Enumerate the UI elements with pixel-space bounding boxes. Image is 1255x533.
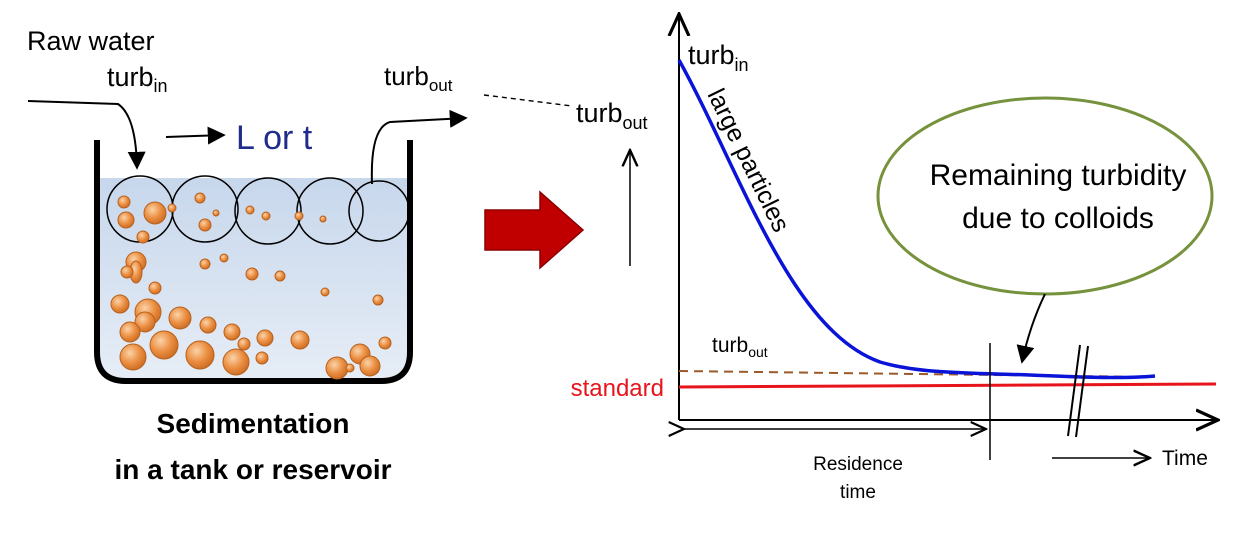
particle [194,192,206,204]
standard-label: standard [571,375,664,402]
connector-dashed [483,94,573,107]
particle [168,306,192,330]
callout-line2: due to colloids [962,202,1154,235]
big-red-arrow [484,190,585,270]
particle [136,230,150,244]
particle [219,253,229,263]
callout-ellipse [876,96,1214,296]
raw-water-label: Raw water [27,26,155,56]
particle [320,287,330,297]
flow-circle [234,177,302,245]
particle [319,215,327,223]
residence-label-line1: Residence [813,454,903,475]
particle [345,363,355,373]
residence-label-line2: time [840,482,876,503]
particle [134,311,156,333]
particle [198,218,212,232]
graph-turb-out-axis-base: turb [576,98,623,128]
graph-turb-in-sub: in [735,55,749,75]
particle [261,211,271,221]
tank-walls [94,140,413,384]
particle [290,330,310,350]
callout-line1: Remaining turbidity [930,159,1187,192]
standard-line [678,382,1217,389]
tank-caption-line1: Sedimentation [157,408,350,439]
tank-turb-in-sub: in [154,76,168,96]
particle [199,258,211,270]
settled-particles [110,251,392,380]
graph-turb-out-line-sub: out [748,344,768,360]
particle [255,351,269,365]
tank-caption-line2: in a tank or reservoir [114,454,391,485]
graph-turb-in-label: turbin [688,40,749,75]
graph-turb-out-axis-label: turbout [576,98,648,133]
particle [274,270,286,282]
particle [167,203,177,213]
particle [148,281,162,295]
particle [237,337,251,351]
particle [119,343,147,371]
particle [117,211,135,229]
tank-turb-out-label: turbout [384,61,453,95]
graph-turb-out-axis-sub: out [623,113,648,133]
particle [119,321,141,343]
particle [223,323,241,341]
axis-break [1067,344,1089,438]
particle [199,316,217,334]
particle [185,340,215,370]
particle [143,201,167,225]
particle [325,356,349,380]
graph-turb-out-line-label: turbout [712,334,768,360]
graph-turb-out-line-base: turb [712,334,748,357]
particle [117,195,131,209]
flow-direction-arrow [165,126,226,145]
particle [222,348,250,376]
tank-group: Raw water turbin L or t turbout Sediment… [27,26,468,485]
particle [378,336,392,350]
tank-turb-in-base: turb [107,62,154,92]
tank-turb-out-sub: out [429,76,453,95]
particle [359,355,381,377]
flow-label: L or t [236,119,313,157]
particle [245,267,259,281]
particle [120,265,134,279]
graph-turb-in-base: turb [688,40,735,70]
particle [212,209,220,217]
time-label: Time [1162,447,1208,470]
flow-circle [296,177,364,245]
flow-circle [348,180,410,242]
particle [245,205,255,215]
particle [372,294,384,306]
suspended-particles [117,192,327,244]
outlet-arrow [370,109,468,185]
graph-group: turbin turbout large particles turbout s… [571,14,1218,503]
tank-turb-in-label: turbin [107,62,168,96]
particle [294,211,304,221]
particle [256,329,274,347]
particle [149,330,179,360]
callout-arrow [1016,293,1046,364]
tank-turb-out-base: turb [384,61,429,91]
particle [110,294,130,314]
inlet-arrow [27,100,146,170]
flow-circles [106,175,410,245]
turbidity-curve [677,59,1156,380]
curve-label: large particles [702,84,795,236]
